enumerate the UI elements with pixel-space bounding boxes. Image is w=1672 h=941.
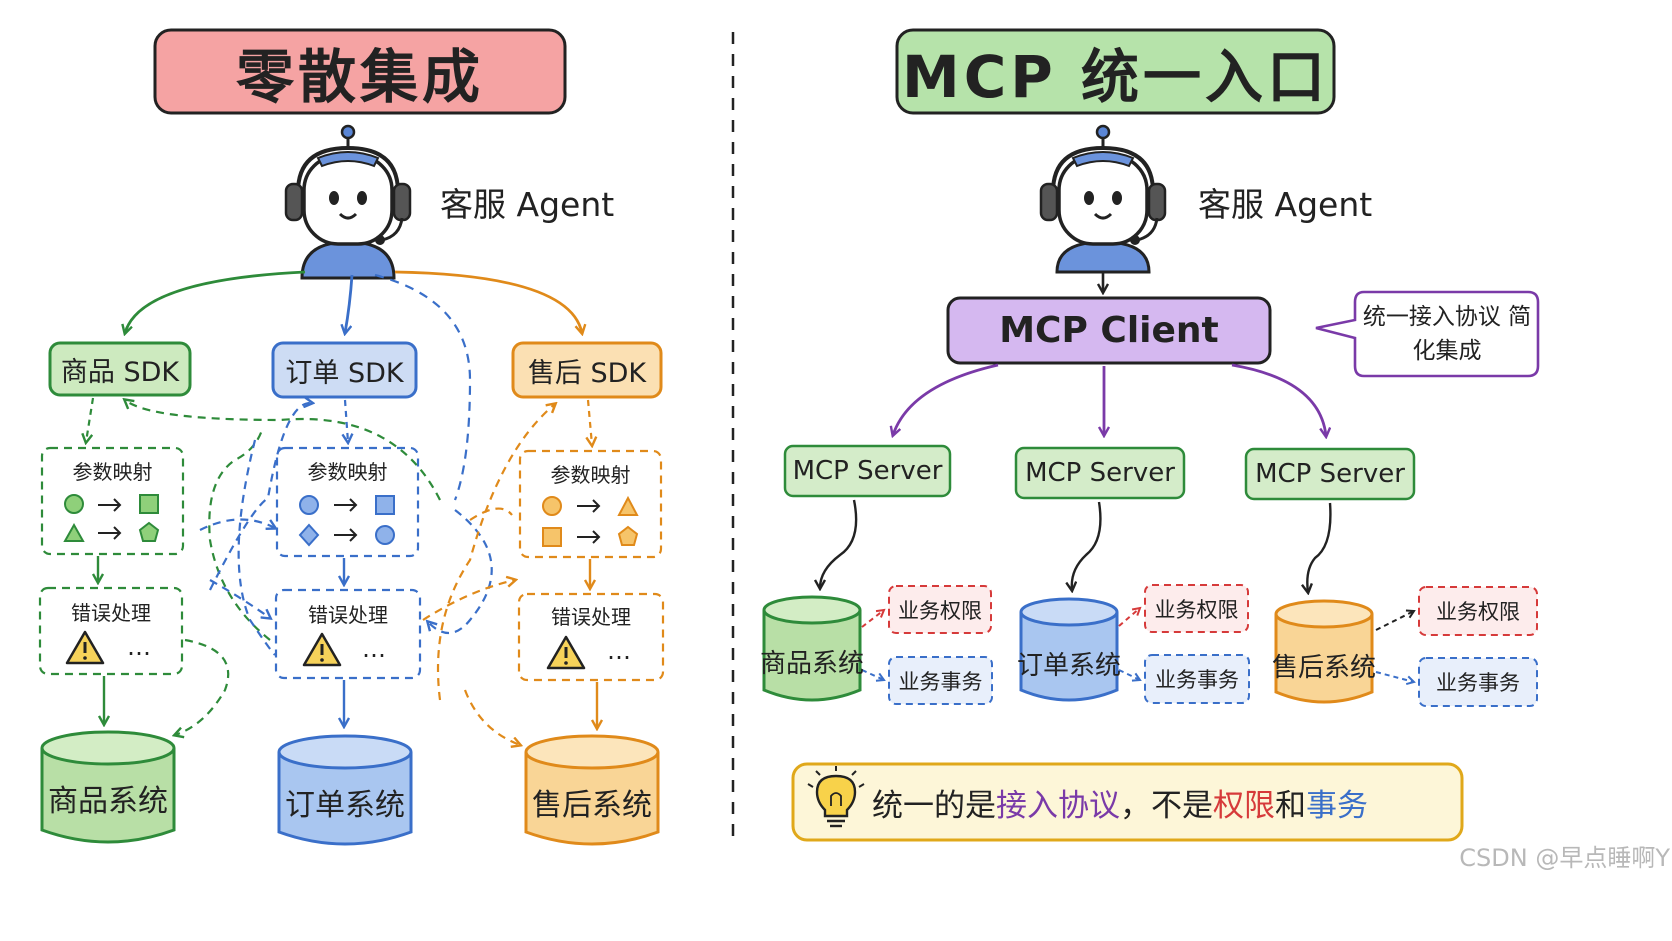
- callout-bubble: [1315, 290, 1540, 378]
- note-text: 统一的是接入协议，不是权限和事务: [872, 770, 1452, 834]
- aftersales-error-ellipsis: …: [607, 637, 633, 665]
- tag-permission-3: [1418, 586, 1538, 636]
- tag-transaction-2: [1144, 654, 1250, 704]
- right-product-system-cylinder: [762, 595, 862, 702]
- arrow-client-to-server-3: [1231, 363, 1326, 436]
- product-error-box: [38, 586, 184, 676]
- aftersales-sdk-box: [511, 341, 663, 399]
- note-part-6: 事务: [1306, 787, 1368, 824]
- tag-transaction-label-2: 业务事务: [1155, 668, 1239, 692]
- left-product-system-label: 商品系统: [48, 784, 168, 819]
- tag-permission-label-1: 业务权限: [898, 598, 982, 623]
- mcp-server-box-3: [1244, 447, 1416, 501]
- tangle-blue-1: [237, 439, 276, 656]
- watermark: CSDN @早点睡啊Y: [1459, 843, 1670, 872]
- aftersales-param-box: [518, 449, 663, 559]
- order-sdk-box: [271, 341, 418, 399]
- aftersales-error-label: 错误处理: [551, 604, 631, 629]
- tag-permission-1: [888, 585, 992, 634]
- mcp-server-box-2: [1014, 446, 1186, 500]
- order-error-box: [274, 588, 422, 680]
- warning-icon-product: [65, 630, 105, 665]
- tangle-green-1: [175, 638, 230, 735]
- order-sdk-label: 订单 SDK: [285, 357, 404, 389]
- tangle-blue-2: [209, 403, 312, 591]
- product-mapping-shapes: [63, 494, 160, 542]
- left-agent-label: 客服 Agent: [440, 185, 615, 224]
- aftersales-param-label: 参数映射: [550, 462, 631, 487]
- tag-transaction-label-1: 业务事务: [898, 669, 983, 694]
- tag-permission-label-2: 业务权限: [1154, 597, 1239, 622]
- product-sdk-label: 商品 SDK: [60, 356, 180, 388]
- left-order-system-cylinder: [277, 734, 413, 846]
- tangle-blue-5: [428, 509, 493, 635]
- right-title-box: [895, 28, 1336, 115]
- note-part-3: ，不是: [1120, 787, 1213, 824]
- mcp-server-box-1: [783, 444, 952, 498]
- tangle-blue-3: [199, 518, 275, 531]
- tangle-orange-4: [469, 507, 513, 521]
- order-param-box: [275, 446, 420, 558]
- note-part-1: 统一的是: [872, 787, 996, 824]
- warning-icon-order: [302, 632, 342, 667]
- aftersales-error-box: [517, 592, 665, 682]
- product-sdk-box: [48, 341, 192, 397]
- aftersales-sdk-label: 售后 SDK: [527, 357, 647, 389]
- right-agent-label: 客服 Agent: [1198, 185, 1373, 224]
- right-aftersales-system-cylinder: [1274, 599, 1374, 704]
- note-part-4: 权限: [1213, 787, 1275, 824]
- order-error-ellipsis: …: [362, 635, 388, 663]
- right-title: MCP 统一入口: [902, 42, 1329, 111]
- tangle-orange-2: [422, 580, 515, 621]
- arrow-agent-to-product-sdk: [125, 270, 306, 333]
- product-error-label: 错误处理: [71, 600, 151, 625]
- note-part-5: 和: [1275, 787, 1306, 824]
- right-product-system-label: 商品系统: [760, 648, 865, 679]
- order-error-label: 错误处理: [308, 602, 388, 627]
- mcp-client-label: MCP Client: [999, 310, 1219, 351]
- tag-transaction-3: [1418, 657, 1538, 707]
- left-aftersales-system-cylinder: [524, 734, 660, 846]
- callout-text: 统一接入协议 简化集成: [1362, 304, 1532, 364]
- right-order-system-label: 订单系统: [1017, 650, 1122, 681]
- arrow-agent-dashed-blue: [374, 273, 472, 501]
- product-param-label: 参数映射: [72, 459, 153, 484]
- left-product-system-cylinder: [40, 730, 176, 844]
- tag-permission-2: [1144, 584, 1249, 633]
- tag-permission-label-3: 业务权限: [1436, 600, 1520, 624]
- product-param-box: [40, 446, 185, 556]
- mcp-server-label-2: MCP Server: [1025, 458, 1175, 488]
- right-robot-icon: [1039, 124, 1167, 274]
- arrow-client-to-server-1: [893, 363, 999, 435]
- left-robot-icon: [284, 124, 412, 280]
- right-aftersales-system-label: 售后系统: [1272, 652, 1377, 683]
- mcp-server-label-1: MCP Server: [792, 456, 943, 486]
- arrow-agent-to-aftersales-sdk: [394, 270, 582, 333]
- tangle-orange-3: [463, 689, 520, 745]
- tangle-orange-1: [436, 404, 555, 701]
- left-title: 零散集成: [235, 42, 484, 111]
- tag-transaction-1: [888, 656, 993, 705]
- arrow-agent-to-order-sdk: [345, 274, 354, 333]
- tangle-green-2: [125, 400, 441, 501]
- order-mapping-shapes: [298, 495, 395, 547]
- tangle-blue-4: [209, 579, 270, 618]
- left-aftersales-system-label: 售后系统: [532, 788, 652, 823]
- note-box: [791, 762, 1464, 842]
- tag-transaction-label-3: 业务事务: [1436, 671, 1520, 695]
- order-param-label: 参数映射: [307, 459, 388, 484]
- note-part-2: 接入协议: [996, 787, 1120, 824]
- mcp-client-box: [946, 296, 1272, 365]
- aftersales-mapping-shapes: [542, 495, 639, 547]
- right-order-system-cylinder: [1019, 597, 1119, 702]
- left-order-system-label: 订单系统: [285, 788, 405, 823]
- left-title-box: [153, 28, 567, 115]
- product-error-ellipsis: …: [127, 633, 153, 661]
- lightbulb-icon: [807, 766, 865, 828]
- mcp-server-label-3: MCP Server: [1255, 459, 1405, 489]
- warning-icon-aftersales: [546, 635, 586, 670]
